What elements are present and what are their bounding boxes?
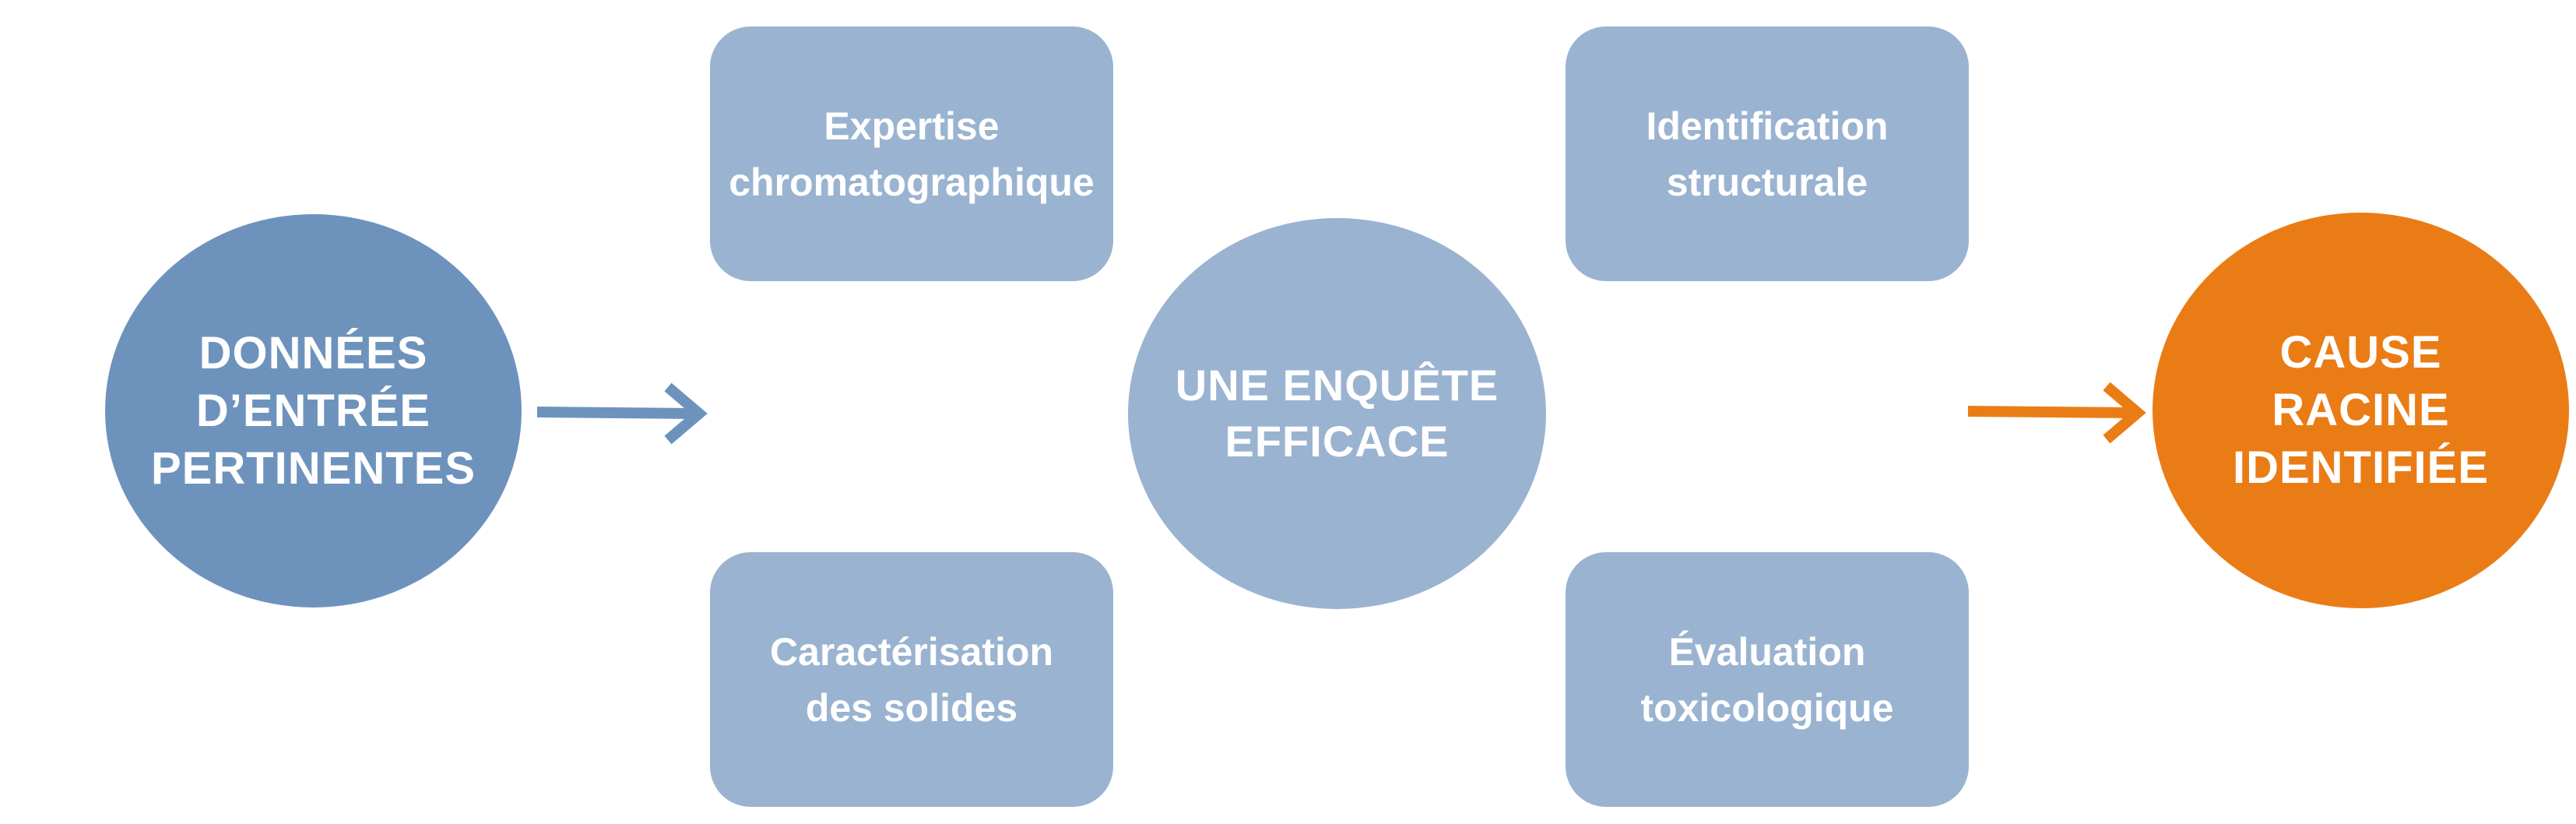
input-data-label: DONNÉES D’ENTRÉE PERTINENTES bbox=[150, 327, 476, 494]
chromatography-expertise-label: Expertise chromatographique bbox=[729, 104, 1095, 204]
effective-investigation-node: UNE ENQUÊTE EFFICACE bbox=[1128, 218, 1546, 609]
input-data-node: DONNÉES D’ENTRÉE PERTINENTES bbox=[105, 214, 522, 607]
toxicology-evaluation-box: Évaluation toxicologique bbox=[1566, 552, 1969, 807]
toxicology-evaluation-label: Évaluation toxicologique bbox=[1640, 629, 1894, 730]
solids-characterization-box: Caractérisation des solides bbox=[710, 552, 1113, 807]
root-cause-node: CAUSE RACINE IDENTIFIÉE bbox=[2153, 213, 2569, 608]
structural-identification-box: Identification structurale bbox=[1566, 26, 1969, 281]
structural-identification-label: Identification structurale bbox=[1646, 104, 1889, 204]
solids-characterization-label: Caractérisation des solides bbox=[769, 629, 1054, 730]
output-arrow bbox=[1967, 382, 2146, 444]
effective-investigation-label: UNE ENQUÊTE EFFICACE bbox=[1175, 361, 1499, 466]
chromatography-expertise-box: Expertise chromatographique bbox=[710, 26, 1113, 281]
input-arrow bbox=[536, 382, 708, 445]
root-cause-label: CAUSE RACINE IDENTIFIÉE bbox=[2232, 327, 2490, 493]
